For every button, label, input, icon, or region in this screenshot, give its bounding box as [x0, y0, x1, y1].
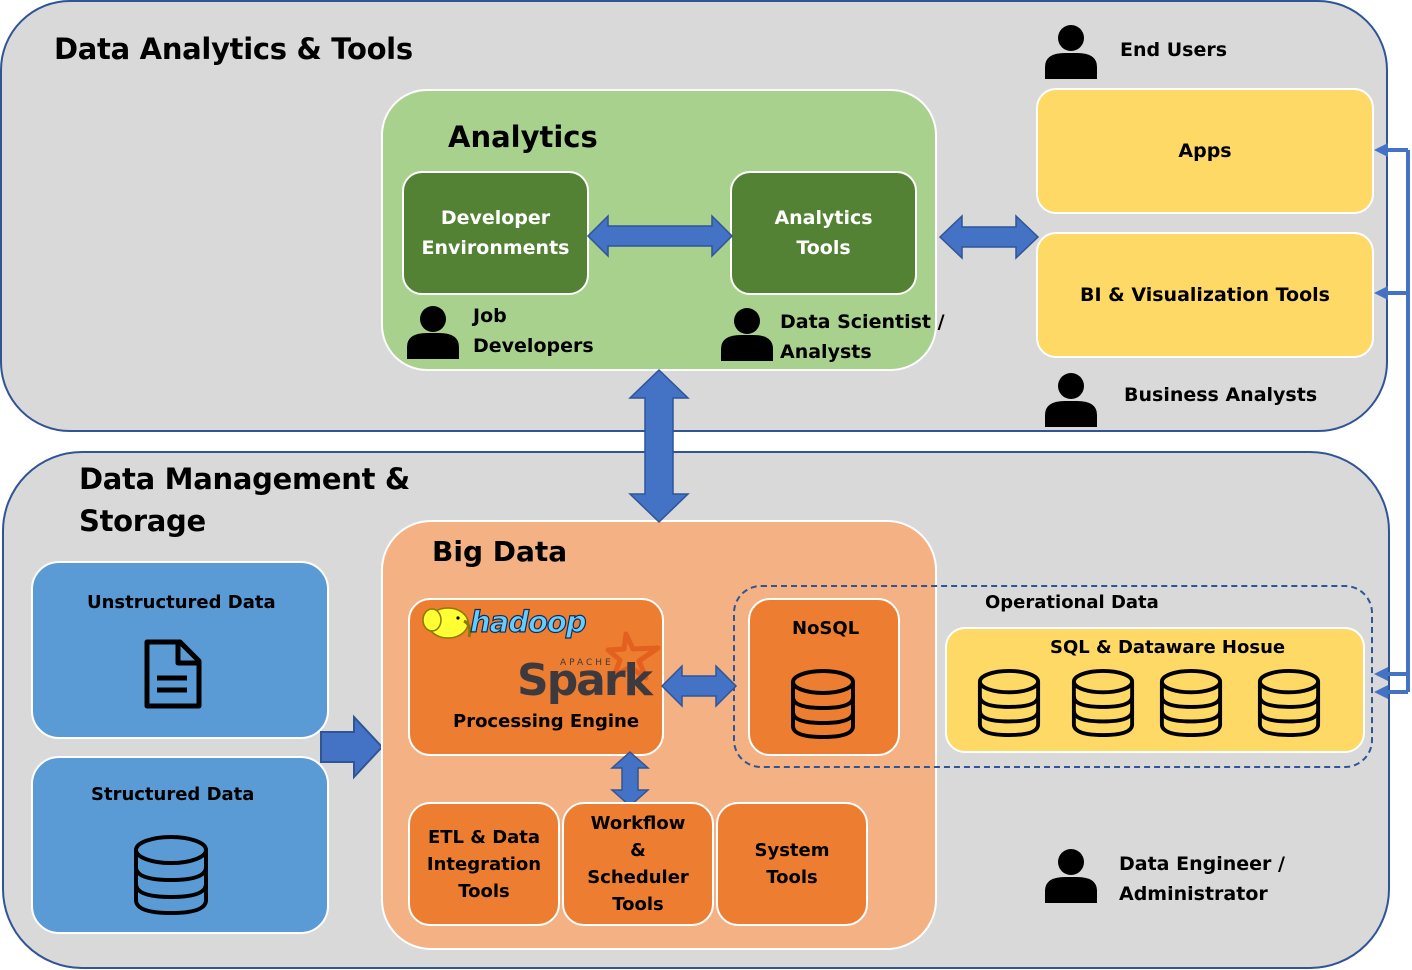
analytics-tools-label-2: Tools [796, 237, 851, 259]
spark-star-icon [605, 631, 661, 681]
sql-dataware-house-box[interactable] [945, 627, 1365, 753]
document-icon [144, 639, 202, 709]
analytics-tools-box[interactable]: Analytics Tools [730, 171, 917, 295]
unstructured-data-label: Unstructured Data [87, 592, 276, 613]
big-data-title: Big Data [432, 535, 568, 568]
dw-database-icon-1 [977, 669, 1041, 737]
end-users-user-icon [1045, 25, 1097, 79]
job-developers-label: Job Developers [473, 305, 594, 357]
processing-engine-label: Processing Engine [453, 711, 640, 732]
dw-database-icon-3 [1159, 669, 1223, 737]
dw-database-icon-4 [1257, 669, 1321, 737]
hadoop-elephant-icon [422, 607, 472, 639]
bi-visualization-tools-label: BI & Visualization Tools [1080, 284, 1330, 306]
sql-dataware-house-label: SQL & Dataware Hosue [1050, 637, 1286, 658]
developer-environments-label-1: Developer [440, 207, 551, 229]
nosql-database-icon [791, 669, 855, 740]
end-users-label: End Users [1120, 39, 1228, 61]
workflow-scheduler-box[interactable]: Workflow & Scheduler Tools [562, 802, 714, 926]
system-tools-box[interactable]: System Tools [716, 802, 868, 926]
engine-nosql-arrow-icon [660, 664, 738, 708]
operational-data-container [733, 585, 1373, 768]
dw-database-icon-2 [1071, 669, 1135, 737]
spark-apache-label: APACHE [560, 658, 614, 668]
engine-workflow-arrow-icon [610, 750, 650, 808]
apps-label: Apps [1178, 140, 1232, 162]
business-analysts-label: Business Analysts [1124, 384, 1318, 406]
bi-visualization-tools-box[interactable]: BI & Visualization Tools [1036, 232, 1374, 358]
analytics-bigdata-arrow-icon [628, 368, 690, 524]
spark-logo: Spark [517, 655, 653, 706]
data-management-storage-title: Data Management & Storage [79, 462, 410, 538]
developer-environments-box[interactable]: Developer Environments [402, 171, 589, 295]
etl-data-integration-box[interactable]: ETL & Data Integration Tools [408, 802, 560, 926]
ingest-arrow-icon [320, 714, 384, 780]
structured-database-icon [134, 835, 208, 916]
operational-to-apps-connector [1374, 143, 1410, 699]
job-developer-user-icon [407, 306, 459, 359]
data-scientist-user-icon [721, 308, 773, 361]
nosql-box[interactable] [748, 598, 900, 756]
business-analysts-user-icon [1045, 373, 1097, 427]
structured-data-label: Structured Data [91, 784, 255, 805]
hadoop-logo: hadoop [469, 604, 587, 639]
analytics-tools-label-1: Analytics [774, 207, 873, 229]
analytics-bi-arrow-icon [938, 214, 1040, 260]
data-engineer-label: Data Engineer / Administrator [1119, 853, 1285, 905]
data-scientist-label: Data Scientist / Analysts [780, 311, 945, 363]
developer-environments-label-2: Environments [421, 237, 570, 259]
structured-data-box[interactable] [31, 756, 329, 934]
analytics-title: Analytics [448, 120, 598, 154]
apps-box[interactable]: Apps [1036, 88, 1374, 214]
operational-data-label: Operational Data [985, 592, 1159, 613]
data-analytics-tools-title: Data Analytics & Tools [54, 32, 413, 66]
nosql-label: NoSQL [792, 618, 860, 639]
data-engineer-user-icon [1045, 849, 1097, 903]
devenv-analyticstools-arrow-icon [586, 214, 734, 258]
